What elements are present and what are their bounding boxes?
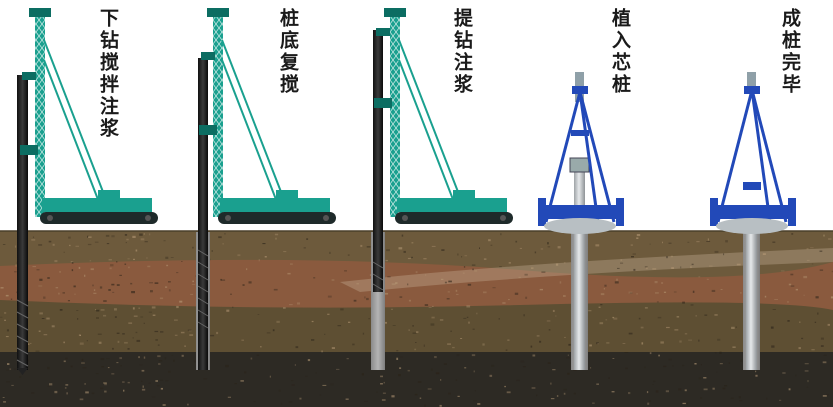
step-label-3: 提钻注浆 [451, 8, 473, 96]
drill-rod [373, 30, 383, 292]
platform [544, 205, 618, 219]
platform [716, 205, 790, 219]
drive-head [199, 125, 217, 135]
cab [453, 190, 475, 202]
step-2-drilling-rig [196, 8, 336, 370]
frame-head [572, 86, 588, 94]
frame-leg-right [578, 91, 616, 223]
base-pad [544, 218, 616, 234]
cab [276, 190, 298, 202]
auger-tip [17, 368, 28, 375]
crawler-track [40, 212, 158, 224]
outrigger-right [788, 198, 796, 226]
mast-top [384, 8, 406, 17]
step-5-pile-frame [710, 72, 796, 370]
drive-head-upper [376, 28, 390, 36]
drive-head-upper [201, 52, 215, 60]
frame-head [744, 86, 760, 94]
step-4-pile-frame [538, 72, 624, 370]
frame-mast-top [747, 72, 756, 90]
step-1-drilling-rig [16, 8, 158, 375]
frame-leg-back [750, 89, 772, 223]
drill-rod [198, 58, 208, 370]
core-pile-clamp [569, 157, 590, 173]
frame-leg-back [578, 91, 600, 223]
guide-collar [743, 182, 761, 190]
frame-leg-right [750, 89, 788, 223]
carriage [42, 198, 152, 212]
mast-top [29, 8, 51, 17]
soil-strata [0, 230, 833, 407]
drill-rod [17, 75, 28, 370]
drive-head [374, 98, 392, 108]
step-label-2: 桩底复搅 [277, 8, 299, 96]
backstay-2 [43, 59, 105, 216]
step-3-drilling-rig [371, 8, 513, 370]
auger-flights [197, 249, 209, 329]
carriage [220, 198, 330, 212]
carriage [397, 198, 507, 212]
outrigger-left [710, 198, 718, 226]
base-pad [716, 218, 788, 234]
auger-flights [372, 261, 384, 291]
soil-layer-lower [0, 300, 833, 358]
step-label-5: 成桩完毕 [779, 8, 801, 96]
soil-layer-bottom [0, 352, 833, 407]
crawler-track [395, 212, 513, 224]
frame-leg-left [544, 91, 582, 223]
frame-leg-left [716, 89, 754, 223]
drive-head [20, 145, 38, 155]
outrigger-left [538, 198, 546, 226]
core-pile [574, 168, 585, 370]
step-label-4: 植入芯桩 [609, 8, 631, 96]
core-pile [746, 232, 757, 370]
crawler-track [218, 212, 336, 224]
backstay [43, 39, 113, 216]
drive-head-upper [22, 72, 36, 80]
outrigger-right [616, 198, 624, 226]
mast-top [207, 8, 229, 17]
cab [98, 190, 120, 202]
step-label-1: 下钻搅拌注浆 [97, 8, 119, 140]
guide-collar [571, 130, 589, 136]
auger-flights [16, 299, 29, 367]
